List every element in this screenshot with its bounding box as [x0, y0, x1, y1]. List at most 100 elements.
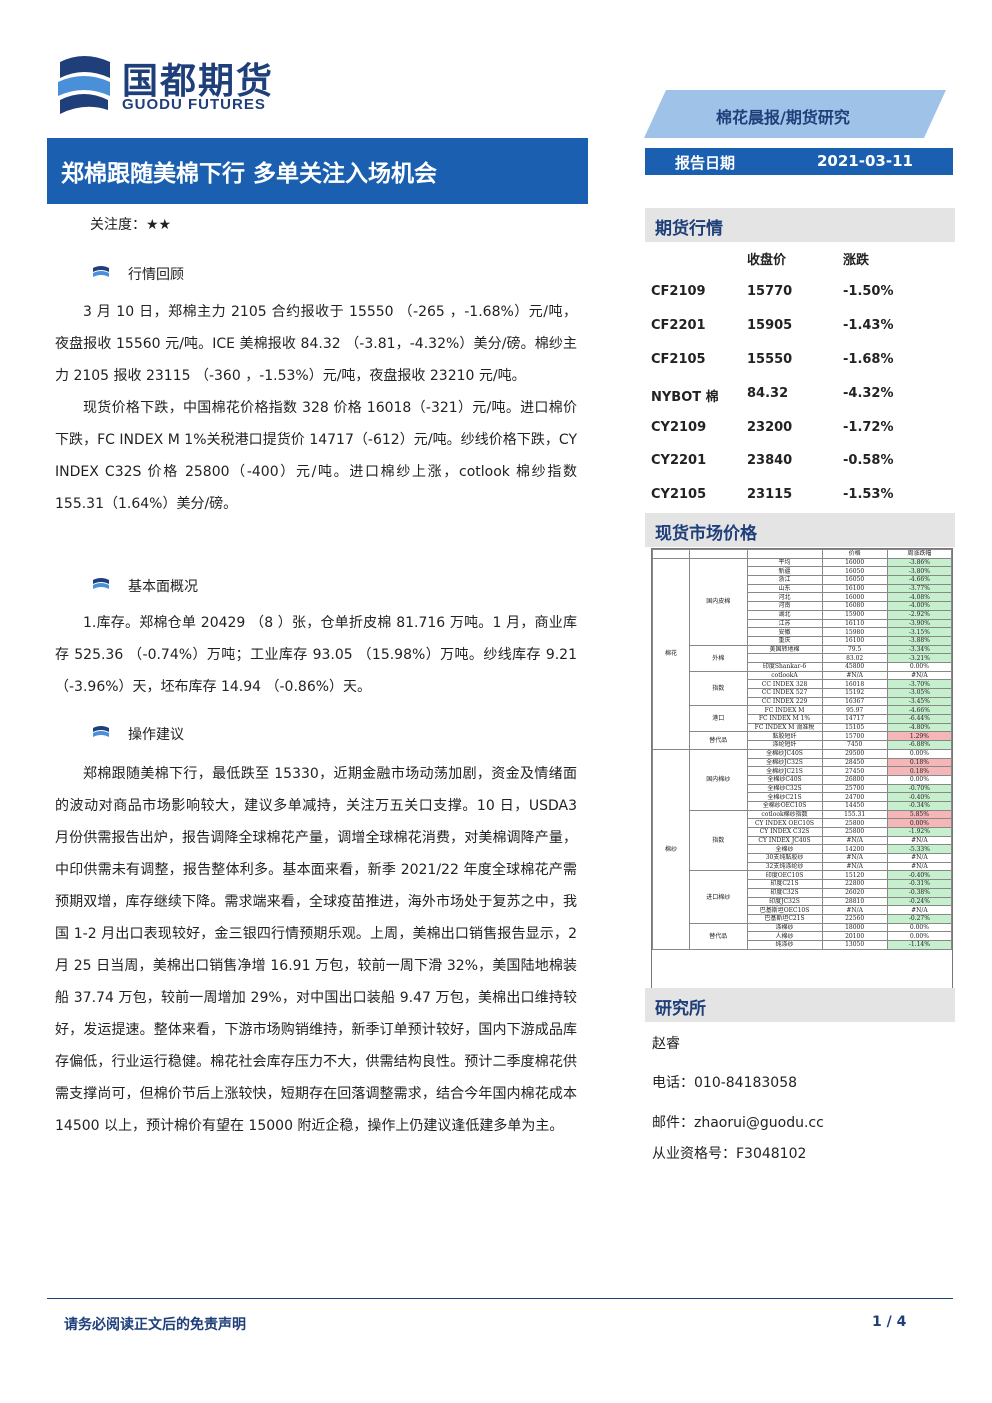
price-cell: 155.31 — [821, 809, 888, 820]
subcategory-cell: 进口棉纱 — [689, 870, 748, 924]
subcategory-cell: 国内棉纱 — [689, 748, 748, 811]
change-cell: -3.15% — [886, 627, 953, 637]
table-header-row: 价格周涨跌幅 — [651, 549, 953, 559]
price-cell: 25700 — [821, 783, 888, 794]
price-cell: 28810 — [821, 896, 888, 907]
paragraph: 郑棉跟随美棉下行，最低跌至 15330，近期金融市场动荡加剧，资金及情绪面的波动… — [55, 766, 577, 1134]
section-body-review: 3 月 10 日，郑棉主力 2105 合约报收于 15550 （-265 ，-1… — [55, 296, 577, 520]
category-banner: 棉花晨报/期货研究 — [644, 90, 946, 138]
change-cell: 0.00% — [886, 922, 953, 933]
change-cell: -1.92% — [886, 827, 953, 837]
price-cell: #N/A — [821, 853, 888, 863]
item-name-cell: 巴基斯坦C21S — [746, 913, 823, 924]
item-name-cell: 纯涤纱 — [746, 939, 823, 950]
section-heading-fundamentals: 基本面概况 — [92, 574, 292, 596]
section-bullet-icon — [93, 578, 109, 589]
futures-table-header: 收盘价 涨跌 — [747, 253, 870, 268]
futures-heading: 期货行情 — [645, 208, 955, 242]
item-name-cell: 全棉纱C32S — [746, 783, 823, 794]
price-cell: 16100 — [821, 583, 888, 594]
price-cell: 16018 — [821, 679, 888, 689]
report-date-bar: 报告日期 2021-03-11 — [645, 148, 953, 175]
change-cell: 0.00% — [886, 818, 953, 828]
change-cell: 0.18% — [886, 766, 953, 776]
price-cell: 28450 — [821, 757, 888, 768]
spot-heading: 现货市场价格 — [645, 513, 955, 547]
change-cell: -5.33% — [886, 844, 953, 855]
price-cell: 16110 — [821, 618, 888, 629]
change-cell: -4.66% — [886, 575, 953, 585]
change-cell: #N/A — [886, 835, 953, 846]
item-name-cell: CY INDEX C32S — [746, 827, 823, 837]
item-name-cell: 30支纯黏胶纱 — [746, 853, 823, 863]
item-name-cell: 巴基斯坦OEC10S — [746, 905, 823, 915]
item-name-cell: CC INDEX 229 — [746, 696, 823, 707]
item-name-cell: 新疆 — [746, 566, 823, 577]
paragraph: 1.库存。郑棉仓单 20429 （8 ）张，仓单折皮棉 81.716 万吨。1 … — [55, 615, 577, 695]
disclaimer-link[interactable]: 请务必阅读正文后的免责声明 — [64, 1317, 246, 1333]
item-name-cell: 河南 — [746, 601, 823, 611]
price-cell: 16080 — [821, 601, 888, 611]
section-body-fundamentals: 1.库存。郑棉仓单 20429 （8 ）张，仓单折皮棉 81.716 万吨。1 … — [55, 607, 577, 703]
change-cell: -3.21% — [886, 653, 953, 663]
item-name-cell — [746, 653, 823, 663]
change-cell: -0.38% — [886, 887, 953, 898]
change-cell: -4.00% — [886, 601, 953, 611]
price-cell: 29500 — [821, 748, 888, 759]
change-cell: -4.08% — [886, 592, 953, 603]
change-cell: -6.88% — [886, 740, 953, 750]
change-cell: -3.80% — [886, 566, 953, 577]
company-logo: 国都期货 GUODU FUTURES — [52, 50, 292, 120]
price-cell: 83.02 — [821, 653, 888, 663]
change-cell: -4.80% — [886, 722, 953, 733]
item-name-cell: 人棉纱 — [746, 931, 823, 941]
change-cell: -3.45% — [886, 696, 953, 707]
item-name-cell: 美国转地棉 — [746, 644, 823, 655]
price-cell: 15120 — [821, 870, 888, 881]
change-cell: #N/A — [886, 905, 953, 915]
change-cell: -3.34% — [886, 644, 953, 655]
price-cell: 22560 — [821, 913, 888, 924]
logo-text-cn: 国都期货 — [122, 61, 275, 102]
item-name-cell: 全棉纱JC21S — [746, 766, 823, 776]
price-cell: 15192 — [821, 688, 888, 698]
price-cell: 15900 — [821, 609, 888, 620]
banner-shape — [644, 90, 946, 138]
price-cell: 7450 — [821, 740, 888, 750]
change-cell: -1.14% — [886, 939, 953, 950]
price-cell: 18000 — [821, 922, 888, 933]
item-name-cell: 印度OEC10S — [746, 870, 823, 881]
price-cell: 16367 — [821, 696, 888, 707]
price-cell: 16100 — [821, 635, 888, 646]
category-cell: 棉纱 — [651, 748, 691, 950]
header-cell — [651, 549, 691, 559]
change-cell: -0.27% — [886, 913, 953, 924]
header-cell — [746, 549, 823, 559]
price-cell: 16000 — [821, 592, 888, 603]
subcategory-cell: 国内皮棉 — [689, 557, 748, 646]
paragraph: 3 月 10 日，郑棉主力 2105 合约报收于 15550 （-265 ，-1… — [55, 304, 577, 384]
analyst-email[interactable]: 邮件：zhaorui@guodu.cc — [652, 1115, 824, 1131]
section-heading-advice: 操作建议 — [92, 722, 292, 744]
price-cell: 14200 — [821, 844, 888, 855]
price-cell: 14450 — [821, 800, 888, 811]
price-cell: 20100 — [821, 931, 888, 941]
price-cell: 15700 — [821, 731, 888, 742]
item-name-cell: FC INDEX M 滑准税 — [746, 722, 823, 733]
section-heading-review: 行情回顾 — [92, 262, 292, 284]
analyst-license: 从业资格号：F3048102 — [652, 1146, 807, 1162]
subcategory-cell: 替代品 — [689, 731, 748, 750]
section-body-advice: 郑棉跟随美棉下行，最低跌至 15330，近期金融市场动荡加剧，资金及情绪面的波动… — [55, 758, 577, 1142]
